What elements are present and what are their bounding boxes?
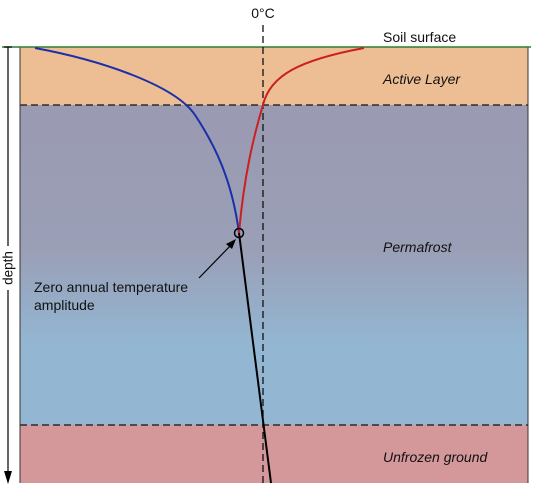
permafrost-band xyxy=(20,105,528,425)
depth-label: depth xyxy=(1,251,16,285)
annotation-line-2: amplitude xyxy=(34,297,95,313)
unfrozen-ground-band xyxy=(20,425,528,483)
active-layer-label: Active Layer xyxy=(382,71,461,87)
annotation-arrowhead xyxy=(226,239,236,249)
permafrost-label: Permafrost xyxy=(383,239,453,255)
zero-amplitude-point xyxy=(233,227,245,239)
depth-label-gap xyxy=(1,246,15,290)
annotation-arrow-line xyxy=(198,242,234,279)
mean-temperature-line xyxy=(238,232,272,484)
depth-arrowhead xyxy=(4,471,12,484)
unfrozen-ground-label: Unfrozen ground xyxy=(383,449,489,465)
summer-temperature-curve xyxy=(238,47,365,234)
zero-degree-label: 0°C xyxy=(251,5,275,21)
annotation-line-1: Zero annual temperature xyxy=(34,279,188,295)
active-layer-band xyxy=(20,47,528,105)
soil-surface-label: Soil surface xyxy=(383,29,456,45)
winter-temperature-curve xyxy=(34,47,240,234)
